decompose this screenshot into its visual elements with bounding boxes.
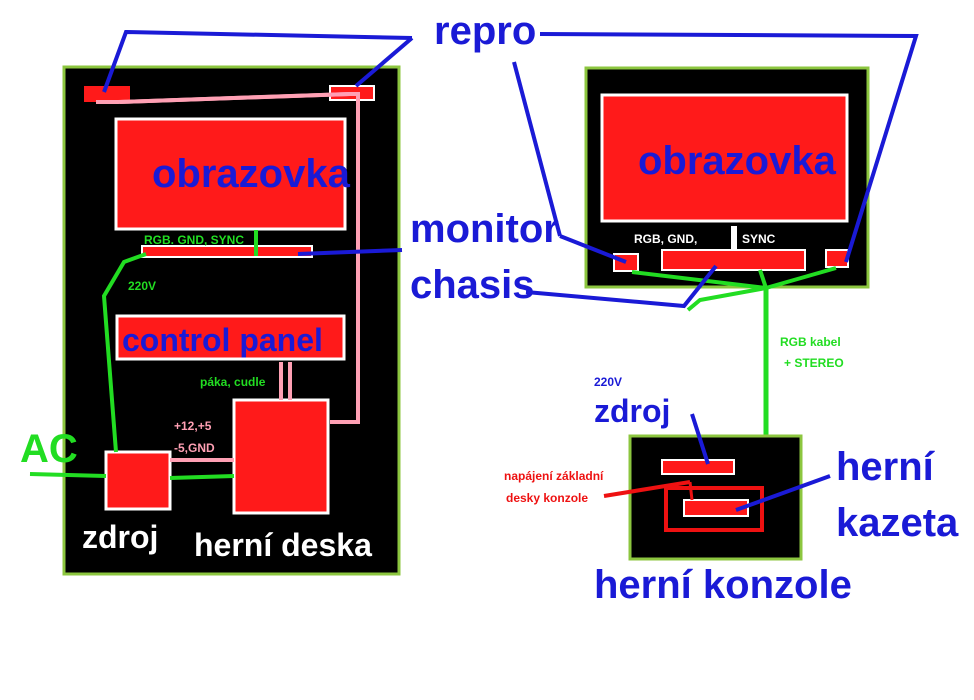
pink-speaker-link <box>119 92 351 104</box>
label-herni-deska: herní deska <box>194 527 372 563</box>
label-right-sync: SYNC <box>742 232 776 246</box>
label-monitor: monitor <box>410 207 559 251</box>
pink-speaker-wire <box>96 92 360 424</box>
label-napajeni-2: desky konzole <box>506 491 588 505</box>
label-herni: herní <box>836 445 936 489</box>
green-ac-wire <box>29 472 107 478</box>
tv-green-chassis-tap <box>758 269 768 289</box>
tv-green-branch <box>686 286 767 312</box>
napajeni-wire <box>603 480 691 498</box>
label-right-zdroj: zdroj <box>594 393 670 429</box>
left-power-supply-box <box>104 450 172 511</box>
repro-wire-mid <box>512 61 562 237</box>
label-repro: repro <box>434 9 536 53</box>
label-rgb-kabel-2: + STEREO <box>784 356 844 370</box>
label-left-obrazovka: obrazovka <box>152 152 351 196</box>
label-right-rgb-gnd: RGB, GND, <box>634 232 697 246</box>
tv-sync-separator <box>731 226 737 250</box>
zdroj-wire <box>690 413 710 465</box>
label-kazeta: kazeta <box>836 501 959 545</box>
repro-wire-right <box>539 32 919 263</box>
control-panel-box <box>115 314 346 361</box>
repro-wire-mid-b <box>559 234 627 264</box>
left-monitor-chassis-bar <box>141 245 313 258</box>
cartridge-slot <box>683 499 749 517</box>
tv-chassis-bar <box>661 249 806 271</box>
label-right-obrazovka: obrazovka <box>638 139 837 183</box>
repro-wire-left <box>102 29 413 93</box>
label-power-rails-1: +12,+5 <box>174 419 212 433</box>
console-power-slot <box>661 459 735 475</box>
label-rgb-kabel-1: RGB kabel <box>780 335 841 349</box>
repro-wire-left-b <box>354 36 414 88</box>
left-screen <box>114 117 347 231</box>
label-left-rgb-gnd-sync: RGB. GND, SYNC <box>144 233 244 247</box>
napajeni-wire-b <box>688 481 694 501</box>
green-supply-board-wire <box>169 474 235 480</box>
label-ac: AC <box>20 427 78 471</box>
cartridge-outline <box>664 486 764 532</box>
kazeta-wire <box>735 474 831 512</box>
label-chasis: chasis <box>410 263 535 307</box>
label-herni-konzole: herní konzole <box>594 563 852 607</box>
label-control-panel: control panel <box>122 322 323 358</box>
label-napajeni-1: napájení základní <box>504 469 604 483</box>
left-speaker-a <box>84 86 130 102</box>
label-right-220v: 220V <box>594 375 622 389</box>
tv-speaker-right <box>825 249 849 268</box>
label-left-220v: 220V <box>128 279 156 293</box>
label-power-rails-2: -5,GND <box>174 441 215 455</box>
label-left-zdroj: zdroj <box>82 519 158 555</box>
chasis-wire <box>525 264 718 309</box>
tv-screen <box>600 93 849 223</box>
game-board-box <box>232 398 330 515</box>
monitor-wire <box>297 248 403 256</box>
green-220v-wire <box>101 252 147 453</box>
label-paka-cudle: páka, cudle <box>200 375 266 389</box>
